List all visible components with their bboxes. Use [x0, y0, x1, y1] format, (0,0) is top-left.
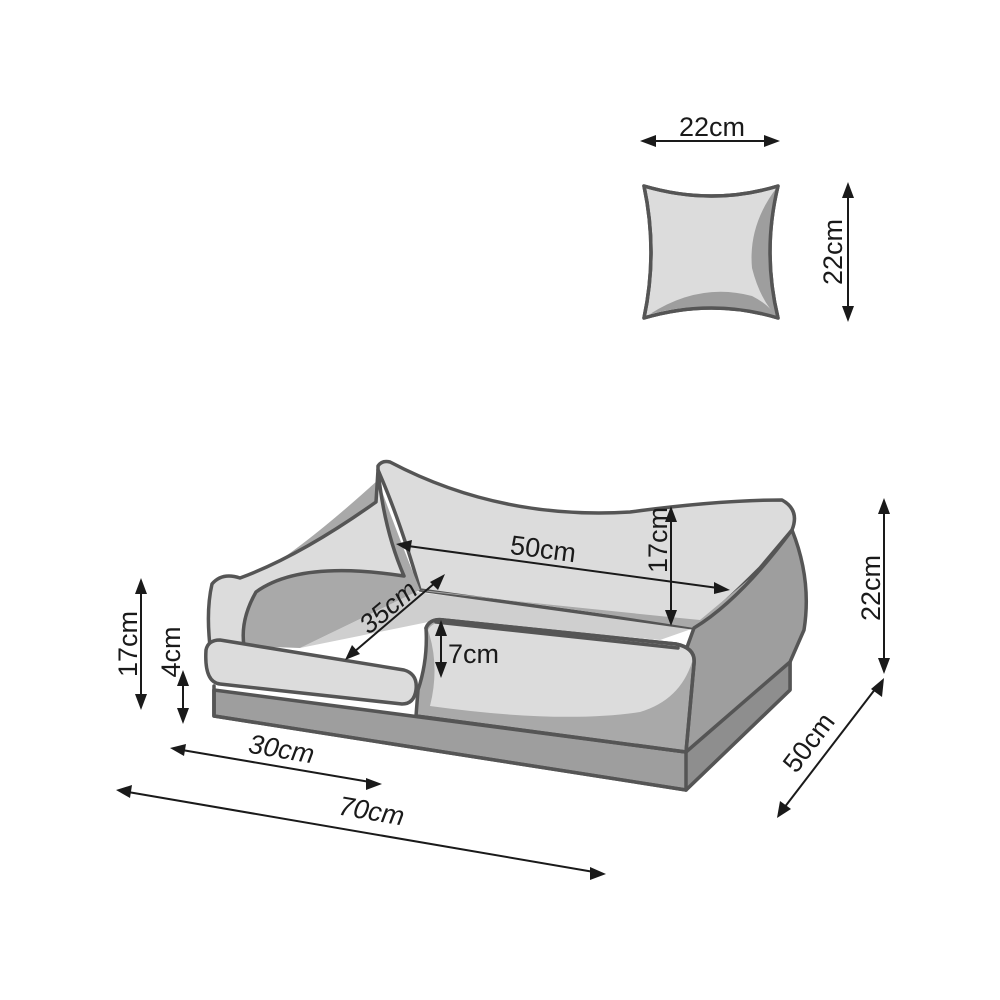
- total-width-dimension: 50cm: [777, 678, 884, 818]
- side-height-dimension: 17cm: [113, 578, 147, 710]
- pillow-width-label: 22cm: [679, 112, 745, 142]
- side-height-label: 17cm: [113, 611, 143, 677]
- base-height-label: 4cm: [156, 626, 186, 677]
- total-width-label: 50cm: [777, 707, 841, 778]
- total-length-label: 70cm: [336, 791, 406, 832]
- total-length-dimension: 70cm: [116, 785, 606, 880]
- total-height-label: 22cm: [856, 555, 886, 621]
- front-lip-label: 7cm: [448, 639, 499, 669]
- pillow-height-label: 22cm: [818, 219, 848, 285]
- base-height-dimension: 4cm: [156, 626, 189, 724]
- pillow-shade-bottom: [650, 291, 776, 316]
- pillow-height-dimension: 22cm: [818, 182, 854, 322]
- bed-base-right: [686, 662, 790, 790]
- pillow-width-dimension: 22cm: [640, 112, 780, 147]
- total-height-dimension: 22cm: [856, 498, 890, 674]
- back-height-dimension: 17cm: [643, 506, 677, 626]
- bed-back-wall: [376, 459, 797, 630]
- bed-front-panel-light: [428, 622, 693, 717]
- pillow-illustration: [642, 184, 780, 320]
- back-height-label: 17cm: [643, 507, 673, 573]
- bed-front-bolster: [204, 638, 418, 706]
- front-lip-dimension: 7cm: [435, 620, 499, 678]
- bed-floor: [300, 592, 700, 648]
- inner-length-dimension: 50cm: [396, 530, 730, 594]
- bed-illustration: [204, 459, 809, 792]
- bed-right-wall: [684, 528, 809, 754]
